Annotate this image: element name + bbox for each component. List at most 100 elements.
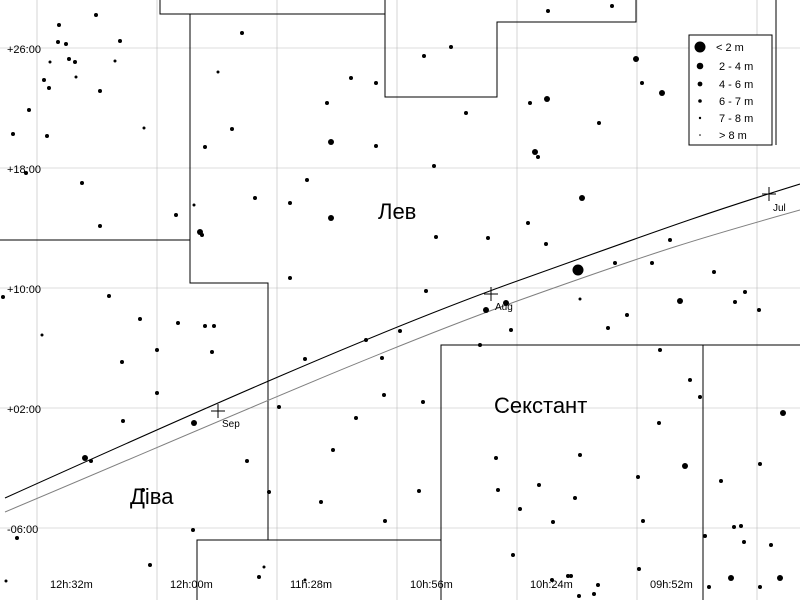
star — [240, 31, 244, 35]
star — [210, 350, 214, 354]
star — [769, 543, 773, 547]
star — [382, 393, 386, 397]
star — [449, 45, 453, 49]
star — [118, 39, 122, 43]
star — [257, 575, 261, 579]
star — [606, 326, 610, 330]
star — [230, 127, 234, 131]
star — [592, 592, 596, 596]
star — [27, 108, 31, 112]
star — [303, 357, 307, 361]
star — [1, 295, 5, 299]
legend-label: < 2 m — [716, 42, 744, 54]
month-label-aug: Aug — [495, 302, 513, 313]
star — [596, 583, 600, 587]
star — [432, 164, 436, 168]
star — [121, 419, 125, 423]
star — [757, 308, 761, 312]
star — [303, 578, 307, 582]
star — [212, 324, 216, 328]
star — [325, 101, 329, 105]
star — [758, 585, 762, 589]
star — [532, 149, 538, 155]
star — [380, 356, 384, 360]
star — [113, 59, 117, 63]
star — [277, 405, 281, 409]
legend-label: 2 - 4 m — [719, 61, 753, 73]
star — [174, 213, 178, 217]
star — [739, 524, 743, 528]
star — [550, 578, 554, 582]
star — [203, 324, 207, 328]
star — [578, 453, 582, 457]
legend-symbol-mag-gt8 — [699, 134, 701, 136]
boundary-line — [159, 0, 385, 15]
star — [107, 294, 111, 298]
star — [636, 475, 640, 479]
star — [509, 328, 513, 332]
star — [253, 196, 257, 200]
star — [305, 178, 309, 182]
ecliptic-secondary-line — [4, 209, 800, 513]
legend-symbol-mag-2-4 — [696, 62, 704, 70]
star — [364, 338, 368, 342]
star — [89, 459, 93, 463]
star — [421, 400, 425, 404]
dec-label: +10:00 — [7, 284, 41, 296]
ecliptic-line — [4, 183, 800, 499]
star — [503, 300, 509, 306]
boundary-line — [196, 539, 441, 600]
star — [138, 317, 142, 321]
star — [383, 519, 387, 523]
legend-symbol-mag-7-8 — [698, 116, 702, 120]
star — [155, 348, 159, 352]
legend-label: 6 - 7 m — [719, 96, 753, 108]
star — [11, 132, 15, 136]
star — [511, 553, 515, 557]
star — [331, 448, 335, 452]
star — [486, 236, 490, 240]
star — [688, 378, 692, 382]
star — [573, 496, 577, 500]
star — [464, 111, 468, 115]
ra-label: 12h:00m — [170, 579, 213, 591]
star — [56, 40, 60, 44]
star — [518, 507, 522, 511]
star — [733, 300, 737, 304]
star — [712, 270, 716, 274]
star — [82, 455, 88, 461]
legend-symbol-mag-lt2 — [694, 41, 706, 53]
star — [659, 90, 665, 96]
legend-label: > 8 m — [719, 130, 747, 142]
star — [637, 567, 641, 571]
star — [57, 23, 61, 27]
star — [707, 585, 711, 589]
star — [703, 534, 707, 538]
star — [578, 297, 582, 301]
star — [569, 574, 573, 578]
star — [142, 126, 146, 130]
star — [668, 238, 672, 242]
star — [742, 540, 746, 544]
star — [148, 563, 152, 567]
star — [572, 264, 584, 276]
star — [698, 395, 702, 399]
star — [120, 360, 124, 364]
star — [216, 70, 220, 74]
star — [288, 276, 292, 280]
star — [544, 242, 548, 246]
star — [732, 525, 736, 529]
star — [613, 261, 617, 265]
star — [641, 519, 645, 523]
star — [48, 60, 52, 64]
dec-label: +26:00 — [7, 44, 41, 56]
star — [625, 313, 629, 317]
star — [191, 420, 197, 426]
star — [677, 298, 683, 304]
star — [566, 574, 570, 578]
star — [417, 489, 421, 493]
star — [24, 171, 28, 175]
star — [374, 81, 378, 85]
star — [398, 329, 402, 333]
